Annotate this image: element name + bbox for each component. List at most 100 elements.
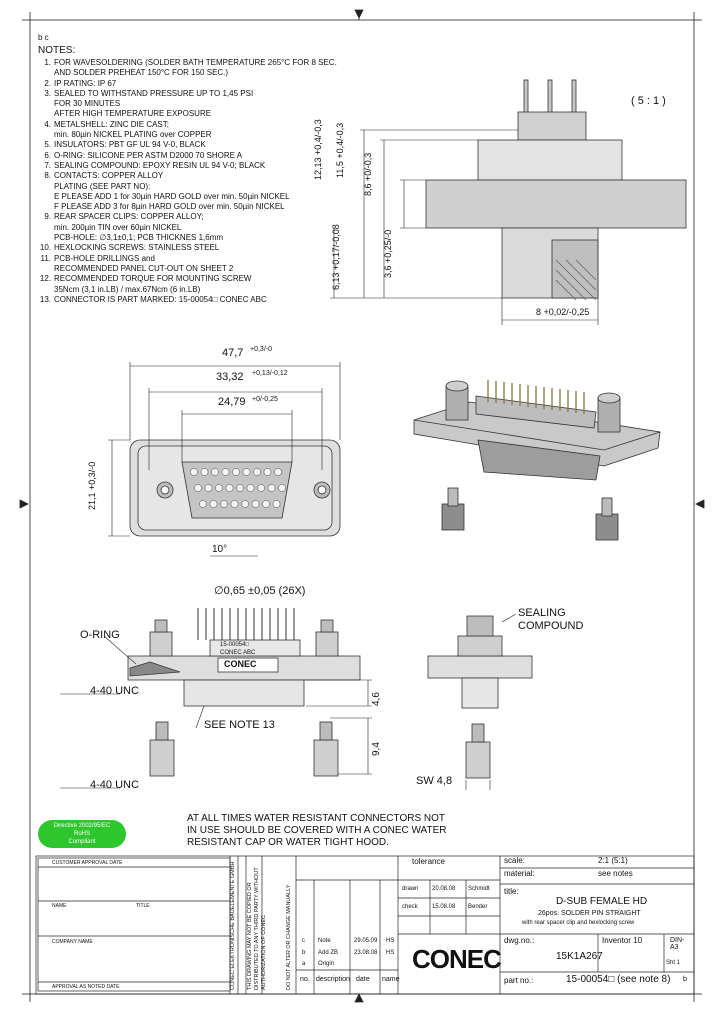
contact-pin [274, 468, 282, 476]
approval-date: CUSTOMER APPROVAL DATE [52, 860, 123, 866]
note-text: IP RATING: IP 67 [54, 78, 117, 88]
note-item: 11.PCB-HOLE DRILLINGS and [36, 254, 337, 264]
warning-line-1: AT ALL TIMES WATER RESISTANT CONNECTORS … [187, 813, 446, 824]
note-number [36, 264, 54, 274]
vertical-do-not-alter: DO NOT ALTER OR CHANGE MANUALLY [286, 884, 292, 990]
contact-pin [263, 468, 272, 476]
note-number [36, 182, 54, 192]
approval-noted: APPROVAL AS NOTED DATE [52, 984, 120, 990]
note-text: PLATING (SEE PART NO): [54, 181, 151, 191]
contact-pin [199, 500, 207, 508]
note-number: 7. [44, 160, 51, 170]
note-item: AND SOLDER PREHEAT 150°C FOR 150 SEC.) [36, 68, 337, 78]
label-sw-4-8: SW 4,8 [416, 775, 453, 787]
note-item: min. 200µin TIN over 60µin NICKEL [36, 223, 337, 233]
note-number [36, 109, 54, 119]
note-number: 8. [44, 171, 51, 181]
marking-part: 15-00054□ [220, 642, 249, 648]
dim-24-79-tol: +0/-0,25 [252, 396, 278, 403]
label-4-40-unc-top: 4-40 UNC [90, 685, 139, 697]
contact-pin [209, 500, 218, 508]
label-4-40-unc-bottom: 4-40 UNC [90, 779, 139, 791]
note-text: RECOMMENDED TORQUE FOR MOUNTING SCREW [54, 274, 252, 284]
note-item: 9.REAR SPACER CLIPS: COPPER ALLOY; [36, 212, 337, 222]
isometric-view [413, 380, 661, 541]
vertical-company: CONEC ELEKTRONISCHE BAUELEMENTE GMBH [230, 861, 236, 990]
rev-c-idx: c [302, 938, 305, 944]
note-text: FOR WAVESOLDERING (SOLDER BATH TEMPERATU… [54, 58, 337, 67]
note-text: SEALING COMPOUND: EPOXY RESIN UL 94 V-0;… [54, 160, 266, 170]
note-number [36, 202, 54, 212]
contact-pin [232, 468, 240, 476]
note-number: 5. [44, 140, 51, 150]
sheet-value: Sht 1 [666, 960, 681, 966]
rev-b-desc: Add ZB [318, 950, 339, 956]
contact-pin [246, 484, 255, 492]
conec-logo: CONEC [412, 944, 502, 974]
note-item: PLATING (SEE PART NO): [36, 182, 337, 192]
note-text: 35Ncm (3,1 in.LB) / max.67Ncm (6 in.LB) [54, 284, 201, 294]
note-text: INSULATORS: PBT GF UL 94 V-0, BLACK [54, 140, 206, 150]
note-number: 12. [39, 274, 51, 284]
rohs-badge: Directive 2002/95/EC RoHS Compliant [38, 820, 126, 848]
contact-pin [204, 484, 213, 492]
note-text: CONNECTOR IS PART MARKED: 15-00054□ CONE… [54, 294, 267, 304]
note-item: 3.SEALED TO WITHSTAND PRESSURE UP TO 1,4… [36, 89, 337, 99]
drawn-name: Schmidt [468, 886, 490, 892]
note-number: 2. [44, 78, 51, 88]
part-no-mark: b [683, 976, 687, 983]
note-number [36, 285, 54, 295]
dim-33-32: 33,32 [216, 371, 244, 383]
note-item: 4.METALSHELL: ZINC DIE CAST; [36, 120, 337, 130]
section-view [60, 608, 533, 790]
note-text: RECOMMENDED PANEL CUT-OUT ON SHEET 2 [54, 263, 234, 273]
note-item: 6.O-RING: SILICONE PER ASTM D2000 70 SHO… [36, 151, 337, 161]
note-item: PCB-HOLE: ∅3,1±0,1; PCB THICKNES 1,6mm [36, 233, 337, 243]
contact-pin [272, 500, 281, 508]
contact-pin [221, 468, 230, 476]
contact-pin [215, 484, 223, 492]
dim-8: 8 +0,02/-0,25 [536, 307, 590, 317]
note-item: RECOMMENDED PANEL CUT-OUT ON SHEET 2 [36, 264, 337, 274]
note-item: 5.INSULATORS: PBT GF UL 94 V-0, BLACK [36, 140, 337, 150]
contact-pin [242, 468, 251, 476]
contact-pin [190, 468, 198, 476]
rev-b-date: 23.08.08 [354, 950, 378, 956]
notes-list: 1.FOR WAVESOLDERING (SOLDER BATH TEMPERA… [36, 58, 337, 305]
center-mark-right [695, 499, 705, 509]
title-sub-2: with rear spacer clip and hexlocking scr… [522, 920, 635, 926]
scale-field-label: scale: [504, 856, 525, 865]
contact-pin [220, 500, 228, 508]
contact-pin [211, 468, 219, 476]
note-text: AND SOLDER PREHEAT 150°C FOR 150 SEC.) [54, 68, 229, 78]
label-see-note-13: SEE NOTE 13 [204, 719, 275, 731]
center-mark-left [19, 499, 29, 509]
warning-text: AT ALL TIMES WATER RESISTANT CONNECTORS … [187, 813, 446, 849]
title-sub-1: 26pos. SOLDER PIN STRAIGHT [538, 910, 641, 917]
title-block-lines [35, 855, 695, 995]
format-value: DIN-A3 [670, 937, 685, 951]
part-no-label: part no.: [504, 976, 534, 985]
rev-c-name: HS [386, 938, 395, 944]
rev-c-date: 29.05.09 [354, 938, 378, 944]
material-value: see notes [598, 869, 633, 878]
inventor-version: Inventor 10 [602, 936, 643, 945]
contact-pin [257, 484, 265, 492]
note-number [36, 99, 54, 109]
note-text: METALSHELL: ZINC DIE CAST; [54, 119, 169, 129]
contact-pin [200, 468, 209, 476]
note-item: 35Ncm (3,1 in.LB) / max.67Ncm (6 in.LB) [36, 285, 337, 295]
check-label: check [402, 904, 418, 910]
note-text: AFTER HIGH TEMPERATURE EXPOSURE [54, 109, 212, 119]
dim-9-4: 9,4 [371, 742, 382, 756]
dim-angle: 10° [212, 544, 228, 555]
dim-21-1: 21,1 +0,3/-0 [87, 461, 97, 510]
contact-pin [253, 468, 261, 476]
note-item: 13.CONNECTOR IS PART MARKED: 15-00054□ C… [36, 295, 337, 305]
material-label: material: [504, 869, 535, 878]
title-main: D-SUB FEMALE HD [556, 896, 648, 907]
note-item: 2.IP RATING: IP 67 [36, 79, 337, 89]
dwg-no-label: dwg.no.: [504, 936, 535, 945]
dim-6-13: 6,13 +0,17/-0,08 [331, 224, 341, 290]
vertical-copy-3: AUTHORIZATION OF CONEC [261, 914, 267, 990]
